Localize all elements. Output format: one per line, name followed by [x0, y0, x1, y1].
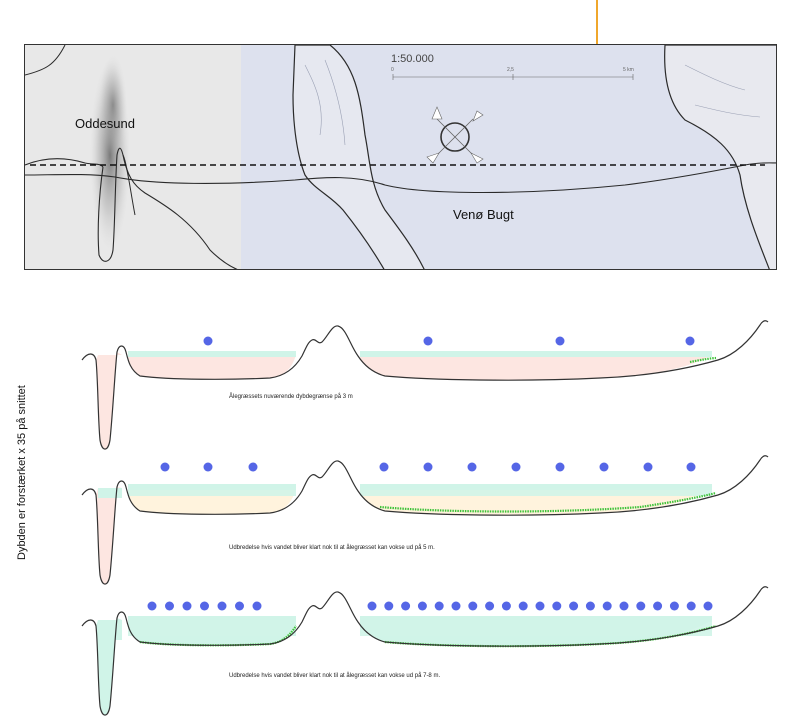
label-oddesund: Oddesund [75, 116, 135, 131]
depth-marker [203, 336, 213, 346]
depth-marker [182, 601, 192, 611]
label-venoe-bugt: Venø Bugt [453, 207, 514, 222]
water-band-left [128, 351, 296, 357]
depth-marker [501, 601, 511, 611]
seagrass-line [379, 491, 717, 513]
depth-marker [468, 601, 478, 611]
depth-marker [686, 601, 696, 611]
water-band-left [128, 616, 296, 622]
depth-marker [379, 462, 389, 472]
depth-marker [434, 601, 444, 611]
depth-marker [685, 336, 695, 346]
caption-panel-2: Udbredelse hvis vandet bliver klart nok … [229, 545, 435, 551]
fill-trench [96, 352, 122, 449]
map-panel: 1:50.000 0 2,5 5 km Oddesund Venø Bugt [24, 44, 777, 270]
venoe-island [292, 45, 425, 269]
depth-marker [643, 462, 653, 472]
oddesund-coast [97, 147, 238, 269]
depth-marker [518, 601, 528, 611]
road-line [25, 162, 776, 194]
caption-panel-1: Ålegræssets nuværende dybdegrænse på 3 m [229, 394, 353, 400]
depth-marker [686, 462, 696, 472]
profile-outline [81, 455, 769, 585]
depth-marker [585, 601, 595, 611]
depth-marker [511, 462, 521, 472]
depth-marker [485, 601, 495, 611]
fill-right-basin [360, 355, 712, 381]
fill-trench [96, 487, 122, 584]
depth-marker [423, 462, 433, 472]
scale-tick-2: 5 km [623, 67, 634, 73]
seagrass-line [689, 356, 717, 364]
water-deep-left [128, 620, 296, 636]
depth-marker [252, 601, 262, 611]
fill-trench [96, 618, 122, 715]
profile-outline [81, 320, 769, 450]
depth-marker [401, 601, 411, 611]
depth-marker [555, 462, 565, 472]
scale-tick-0: 0 [391, 67, 394, 73]
depth-marker [384, 601, 394, 611]
depth-marker [160, 462, 170, 472]
depth-marker [569, 601, 579, 611]
profile-outline [81, 586, 769, 716]
depth-marker [636, 601, 646, 611]
water-band-right [360, 616, 712, 622]
caption-panel-3: Udbredelse hvis vandet bliver klart nok … [229, 673, 441, 679]
water-band-left [128, 484, 296, 490]
depth-marker [367, 601, 377, 611]
map-svg [25, 45, 776, 269]
compass-icon [426, 106, 484, 164]
depth-marker [555, 336, 565, 346]
depth-marker [423, 336, 433, 346]
depth-marker [619, 601, 629, 611]
depth-marker [599, 462, 609, 472]
depth-marker [451, 601, 461, 611]
depth-marker [653, 601, 663, 611]
depth-marker [552, 601, 562, 611]
depth-marker [467, 462, 477, 472]
water-deep-left [128, 488, 296, 496]
depth-marker [535, 601, 545, 611]
water-deep-right [360, 488, 712, 496]
depth-marker [248, 462, 258, 472]
water-band-right [360, 351, 712, 357]
depth-marker [417, 601, 427, 611]
water-band-trench [98, 488, 122, 498]
fill-left-basin [128, 355, 296, 380]
water-band-trench [98, 620, 122, 640]
depth-marker [602, 601, 612, 611]
water-band-right [360, 484, 712, 490]
land-right [664, 45, 776, 269]
depth-marker [703, 601, 713, 611]
depth-marker [669, 601, 679, 611]
scale-label: 1:50.000 [391, 53, 434, 65]
depth-marker [147, 601, 157, 611]
depth-marker [203, 462, 213, 472]
depth-marker [200, 601, 209, 611]
depth-marker [165, 601, 174, 611]
scale-tick-1: 2,5 [507, 67, 514, 73]
orange-guide-line [596, 0, 598, 44]
depth-marker [217, 601, 227, 611]
depth-marker [235, 601, 244, 611]
water-deep-right [360, 620, 712, 636]
